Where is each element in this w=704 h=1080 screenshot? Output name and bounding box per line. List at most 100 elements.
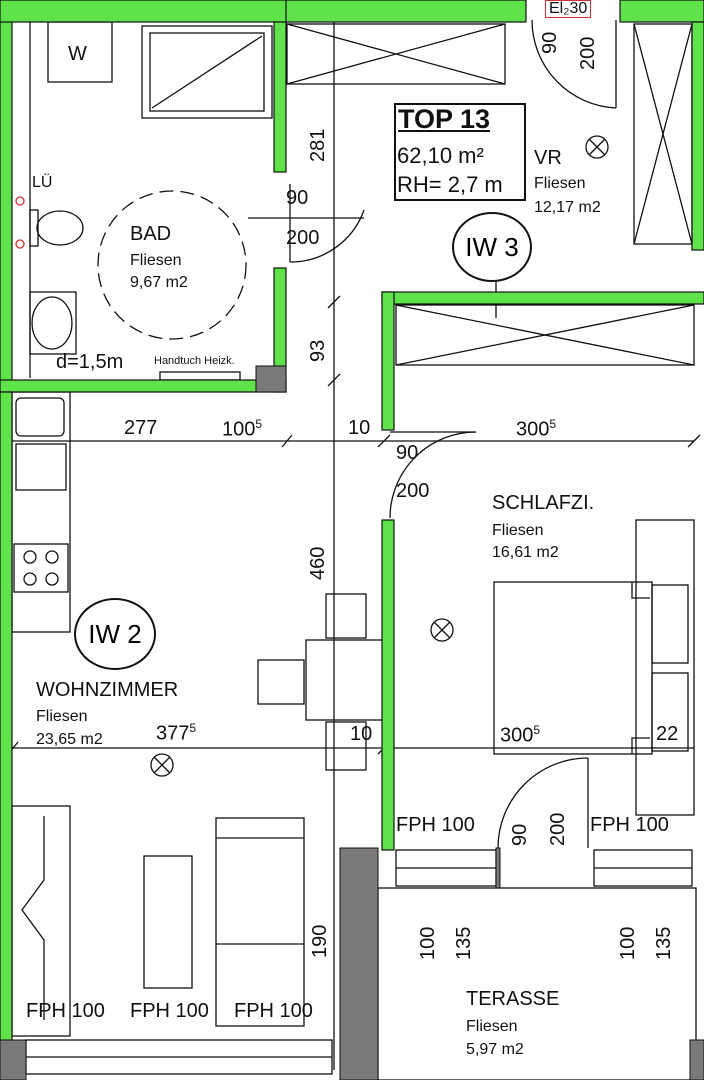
wall-bath-right-upper <box>273 21 287 173</box>
area-terasse: 5,97 m2 <box>466 1041 524 1058</box>
floor-vr: Fliesen <box>534 175 586 192</box>
unit-area: 62,10 m² <box>397 143 484 168</box>
wall-right-upper <box>691 21 704 251</box>
ceiling-light-vr <box>585 135 609 159</box>
ceiling-light-schlaf <box>430 618 454 642</box>
room-name-vr: VR <box>534 147 562 169</box>
schlaf-door-width: 90 <box>396 442 419 464</box>
area-wohnzimmer: 23,65 m2 <box>36 731 103 748</box>
unit-number: TOP 13 <box>398 104 491 134</box>
wall-bath-left <box>0 0 13 391</box>
dim-300-5-top-value: 300 <box>516 418 550 441</box>
wall-bed-left-upper <box>381 291 395 431</box>
heater-pillar <box>255 365 287 393</box>
dining-table <box>305 639 387 721</box>
turning-circle <box>97 190 247 340</box>
entry-door-height: 200 <box>577 36 599 70</box>
column-left <box>0 1039 27 1080</box>
dim-277: 277 <box>124 417 158 439</box>
terrace-outline <box>377 887 697 1080</box>
area-schlafzi: 16,61 m2 <box>492 544 559 561</box>
turn-radius: d=1,5m <box>56 351 124 373</box>
column-mid <box>495 847 501 889</box>
partition-tag-iw2: IW 2 <box>74 598 156 670</box>
dim-377-5-sup: 5 <box>189 721 197 735</box>
entry-door-width: 90 <box>539 31 561 54</box>
dim-300-5-bottom: 3005 <box>500 724 540 746</box>
kitchen-sink <box>15 397 65 437</box>
fan-label: LÜ <box>32 174 53 191</box>
floor-wohnzimmer: Fliesen <box>36 708 88 725</box>
dim-460: 460 <box>307 546 329 580</box>
wall-top-right <box>619 0 704 23</box>
window-fph-left-2: FPH 100 <box>130 1000 209 1022</box>
dim-300-5-top-sup: 5 <box>549 417 557 431</box>
window-fph-right: FPH 100 <box>590 814 669 836</box>
schlaf-door-swing <box>389 431 477 519</box>
kitchen-counter <box>11 391 71 633</box>
dim-93: 93 <box>307 339 329 362</box>
room-name-terasse: TERASSE <box>466 988 560 1010</box>
dim-10-top: 10 <box>348 417 371 439</box>
dim-10-bottom: 10 <box>350 723 373 745</box>
unit-info-box <box>394 103 526 201</box>
area-bad: 9,67 m2 <box>130 274 188 291</box>
fixtures <box>7 19 701 1080</box>
floor-schlafzi: Fliesen <box>492 522 544 539</box>
sofa <box>215 817 305 1027</box>
terrace-door-width: 90 <box>509 823 531 846</box>
stove <box>13 543 69 593</box>
dim-300-5-bottom-sup: 5 <box>533 723 541 737</box>
wall-bed-top <box>381 291 704 305</box>
wall-bath-bottom <box>0 379 287 393</box>
ceiling-light-wohn <box>150 753 174 777</box>
column-right <box>689 1039 704 1080</box>
wall-top-mid <box>285 0 527 23</box>
shower-tray <box>141 25 273 119</box>
wc-bowl <box>36 210 84 246</box>
floor-terasse: Fliesen <box>466 1018 518 1035</box>
washbasin <box>29 291 77 355</box>
partition-tag-iw3: IW 3 <box>452 212 532 282</box>
terrace-door-height: 200 <box>547 812 569 846</box>
entry-door-swing <box>531 19 617 109</box>
dim-377-5: 3775 <box>156 722 196 744</box>
walls <box>0 0 704 1043</box>
bed <box>493 581 653 755</box>
wall-bath-top <box>0 0 291 23</box>
schlaf-door-height: 200 <box>396 480 430 502</box>
room-name-bad: BAD <box>130 223 172 245</box>
dim-100-5-value: 100 <box>222 418 256 441</box>
heater-label: Handtuch Heizk. <box>154 355 235 367</box>
window-fph-mid: FPH 100 <box>396 814 475 836</box>
wall-bed-left-lower <box>381 519 395 851</box>
bad-door-height: 200 <box>286 227 320 249</box>
bedroom-wardrobe <box>395 304 695 366</box>
sill-left-b: 135 <box>453 926 475 960</box>
wardrobe-top <box>286 23 506 85</box>
sill-right-a: 100 <box>617 926 639 960</box>
bad-door-width: 90 <box>286 187 309 209</box>
dim-100-5-sup: 5 <box>255 417 263 431</box>
washer-label: W <box>68 43 87 65</box>
wall-left-lower <box>0 391 13 1043</box>
sill-left-a: 100 <box>417 926 439 960</box>
dim-300-5-bottom-value: 300 <box>500 724 534 747</box>
bad-door-swing <box>289 209 365 263</box>
dim-281: 281 <box>307 128 329 162</box>
dim-22: 22 <box>656 723 679 745</box>
dim-300-5-top: 3005 <box>516 418 556 440</box>
dim-100-5: 1005 <box>222 418 262 440</box>
window-fph-left-3: FPH 100 <box>234 1000 313 1022</box>
column-center <box>339 847 379 1080</box>
fire-rating-stamp: El₂30 <box>545 0 592 18</box>
area-vr: 12,17 m2 <box>534 199 601 216</box>
dim-190: 190 <box>309 924 331 958</box>
coffee-table <box>143 855 193 989</box>
floor-bad: Fliesen <box>130 252 182 269</box>
window-fph-left-1: FPH 100 <box>26 1000 105 1022</box>
room-name-schlafzi: SCHLAFZI. <box>492 492 595 514</box>
room-height: RH= 2,7 m <box>397 172 503 197</box>
columns <box>0 365 704 1080</box>
